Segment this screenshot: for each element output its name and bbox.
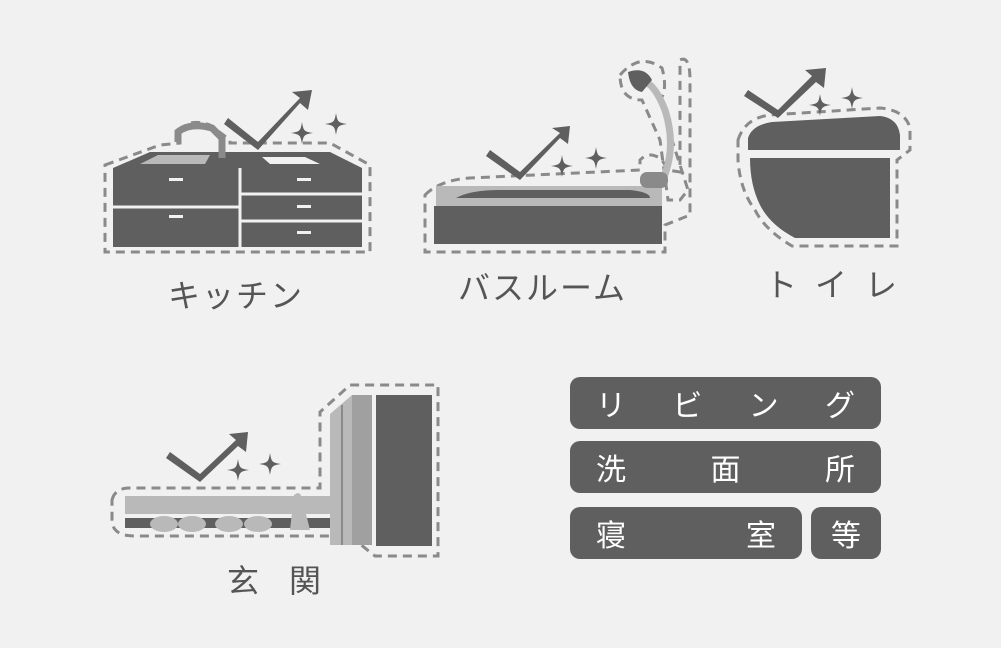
- bedroom-char-2: 室: [746, 519, 776, 554]
- washroom-char-2: 面: [710, 453, 741, 488]
- kitchen-label: キッチン: [168, 277, 305, 315]
- living-char-4: グ: [824, 389, 855, 424]
- living-char-1: リ: [596, 389, 626, 424]
- bedroom-char-1: 寝: [596, 519, 626, 554]
- living-room-pill: リ ビ ン グ: [570, 377, 881, 429]
- living-char-3: ン: [748, 389, 779, 424]
- living-char-2: ビ: [672, 389, 703, 424]
- kitchen-icon: [103, 90, 372, 254]
- bedroom-pill: 寝 室: [570, 507, 802, 559]
- bathroom-label: バスルーム: [458, 269, 628, 307]
- bathtub-icon: [423, 57, 692, 254]
- washroom-char-3: 所: [825, 453, 855, 488]
- entrance-label: 玄関: [227, 562, 352, 600]
- toilet-label: トイレ: [765, 266, 916, 304]
- entrance-icon: [110, 383, 440, 558]
- etc-char: 等: [831, 519, 861, 554]
- washroom-char-1: 洗: [596, 453, 626, 488]
- washroom-pill: 洗 面 所: [570, 441, 881, 493]
- etc-pill: 等: [811, 507, 881, 559]
- toilet-icon: [736, 68, 912, 248]
